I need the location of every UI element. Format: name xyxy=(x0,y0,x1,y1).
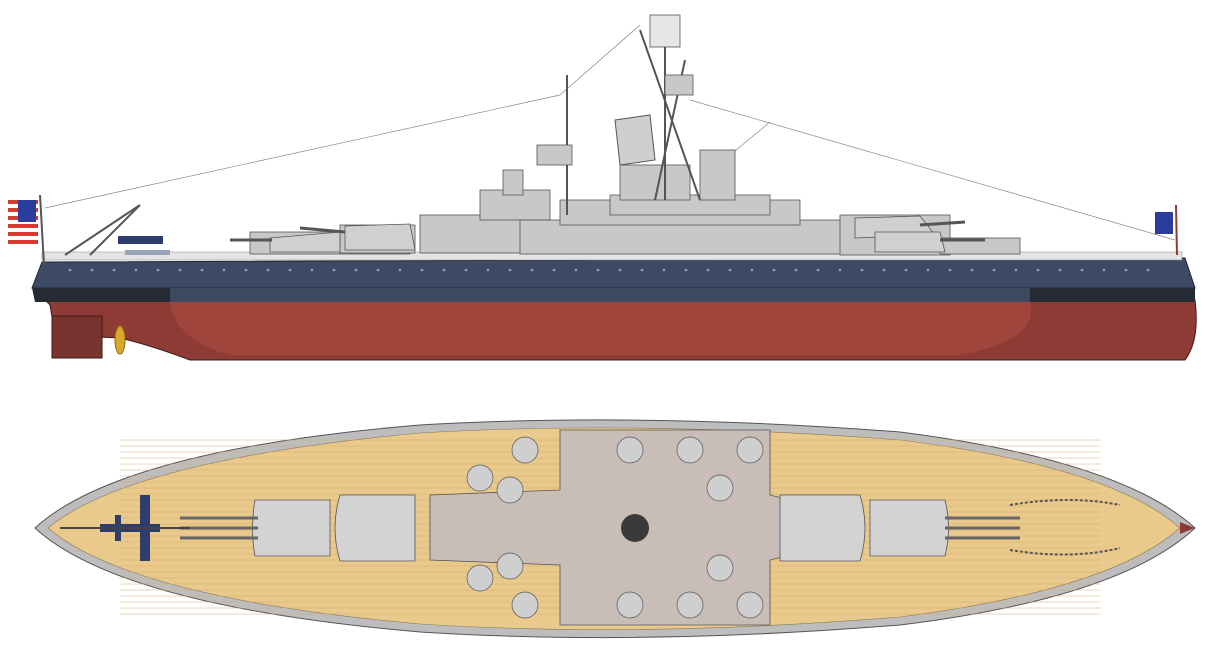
aircraft-crane xyxy=(64,204,141,256)
porthole xyxy=(134,268,138,272)
porthole xyxy=(244,268,248,272)
porthole xyxy=(1014,268,1018,272)
porthole xyxy=(926,268,930,272)
porthole xyxy=(992,268,996,272)
hull-bulge xyxy=(170,302,1032,355)
gun-mount xyxy=(466,464,494,492)
porthole xyxy=(508,268,512,272)
porthole xyxy=(904,268,908,272)
porthole xyxy=(772,268,776,272)
gun-mount xyxy=(706,554,734,582)
porthole xyxy=(1146,268,1150,272)
porthole xyxy=(68,268,72,272)
porthole xyxy=(596,268,600,272)
porthole xyxy=(266,268,270,272)
porthole xyxy=(552,268,556,272)
porthole xyxy=(1058,268,1062,272)
porthole xyxy=(838,268,842,272)
porthole xyxy=(332,268,336,272)
gun-mount xyxy=(676,436,704,464)
porthole xyxy=(398,268,402,272)
gun-barrels-plan xyxy=(180,516,1020,540)
rigging-lines xyxy=(44,24,1176,241)
porthole xyxy=(178,268,182,272)
funnel-top xyxy=(621,514,649,542)
hull-above-water xyxy=(31,257,1196,289)
anchor-chains xyxy=(1009,499,1121,556)
porthole xyxy=(1036,268,1040,272)
stern-flag-icon xyxy=(8,194,45,266)
porthole xyxy=(1124,268,1128,272)
porthole xyxy=(200,268,204,272)
main-turrets-side xyxy=(269,215,946,253)
top-plan-view xyxy=(34,419,1196,639)
propeller xyxy=(114,325,126,355)
porthole xyxy=(948,268,952,272)
gun-mount xyxy=(736,436,764,464)
porthole xyxy=(706,268,710,272)
porthole xyxy=(684,268,688,272)
porthole xyxy=(530,268,534,272)
porthole xyxy=(420,268,424,272)
porthole xyxy=(860,268,864,272)
gun-mount xyxy=(616,436,644,464)
gun-mount xyxy=(466,564,494,592)
gun-mount xyxy=(736,591,764,619)
porthole xyxy=(354,268,358,272)
bow-tip xyxy=(1180,522,1195,534)
porthole xyxy=(1102,268,1106,272)
porthole xyxy=(112,268,116,272)
armor-belt xyxy=(170,288,1030,302)
gun-mount xyxy=(676,591,704,619)
porthole xyxy=(464,268,468,272)
porthole xyxy=(310,268,314,272)
porthole xyxy=(90,268,94,272)
porthole xyxy=(1080,268,1084,272)
porthole xyxy=(750,268,754,272)
porthole xyxy=(288,268,292,272)
portholes xyxy=(68,268,1150,272)
gun-mount xyxy=(511,591,539,619)
porthole xyxy=(376,268,380,272)
rudder xyxy=(51,315,103,359)
masts xyxy=(536,14,701,215)
porthole xyxy=(574,268,578,272)
main-turrets-plan xyxy=(252,494,949,562)
porthole xyxy=(970,268,974,272)
gun-mount xyxy=(496,476,524,504)
gun-mount xyxy=(496,552,524,580)
porthole xyxy=(640,268,644,272)
secondary-mounts xyxy=(466,436,764,619)
porthole xyxy=(442,268,446,272)
porthole xyxy=(222,268,226,272)
porthole xyxy=(794,268,798,272)
funnel xyxy=(614,114,656,166)
gun-mount xyxy=(511,436,539,464)
floatplane-side xyxy=(118,236,170,255)
porthole xyxy=(882,268,886,272)
porthole xyxy=(156,268,160,272)
porthole xyxy=(618,268,622,272)
porthole xyxy=(816,268,820,272)
porthole xyxy=(662,268,666,272)
porthole xyxy=(728,268,732,272)
porthole xyxy=(486,268,490,272)
gun-barrels-side xyxy=(230,220,985,242)
gun-mount xyxy=(706,474,734,502)
side-profile-view xyxy=(8,14,1197,361)
jack-flag-icon xyxy=(1155,204,1178,256)
gun-mount xyxy=(616,591,644,619)
